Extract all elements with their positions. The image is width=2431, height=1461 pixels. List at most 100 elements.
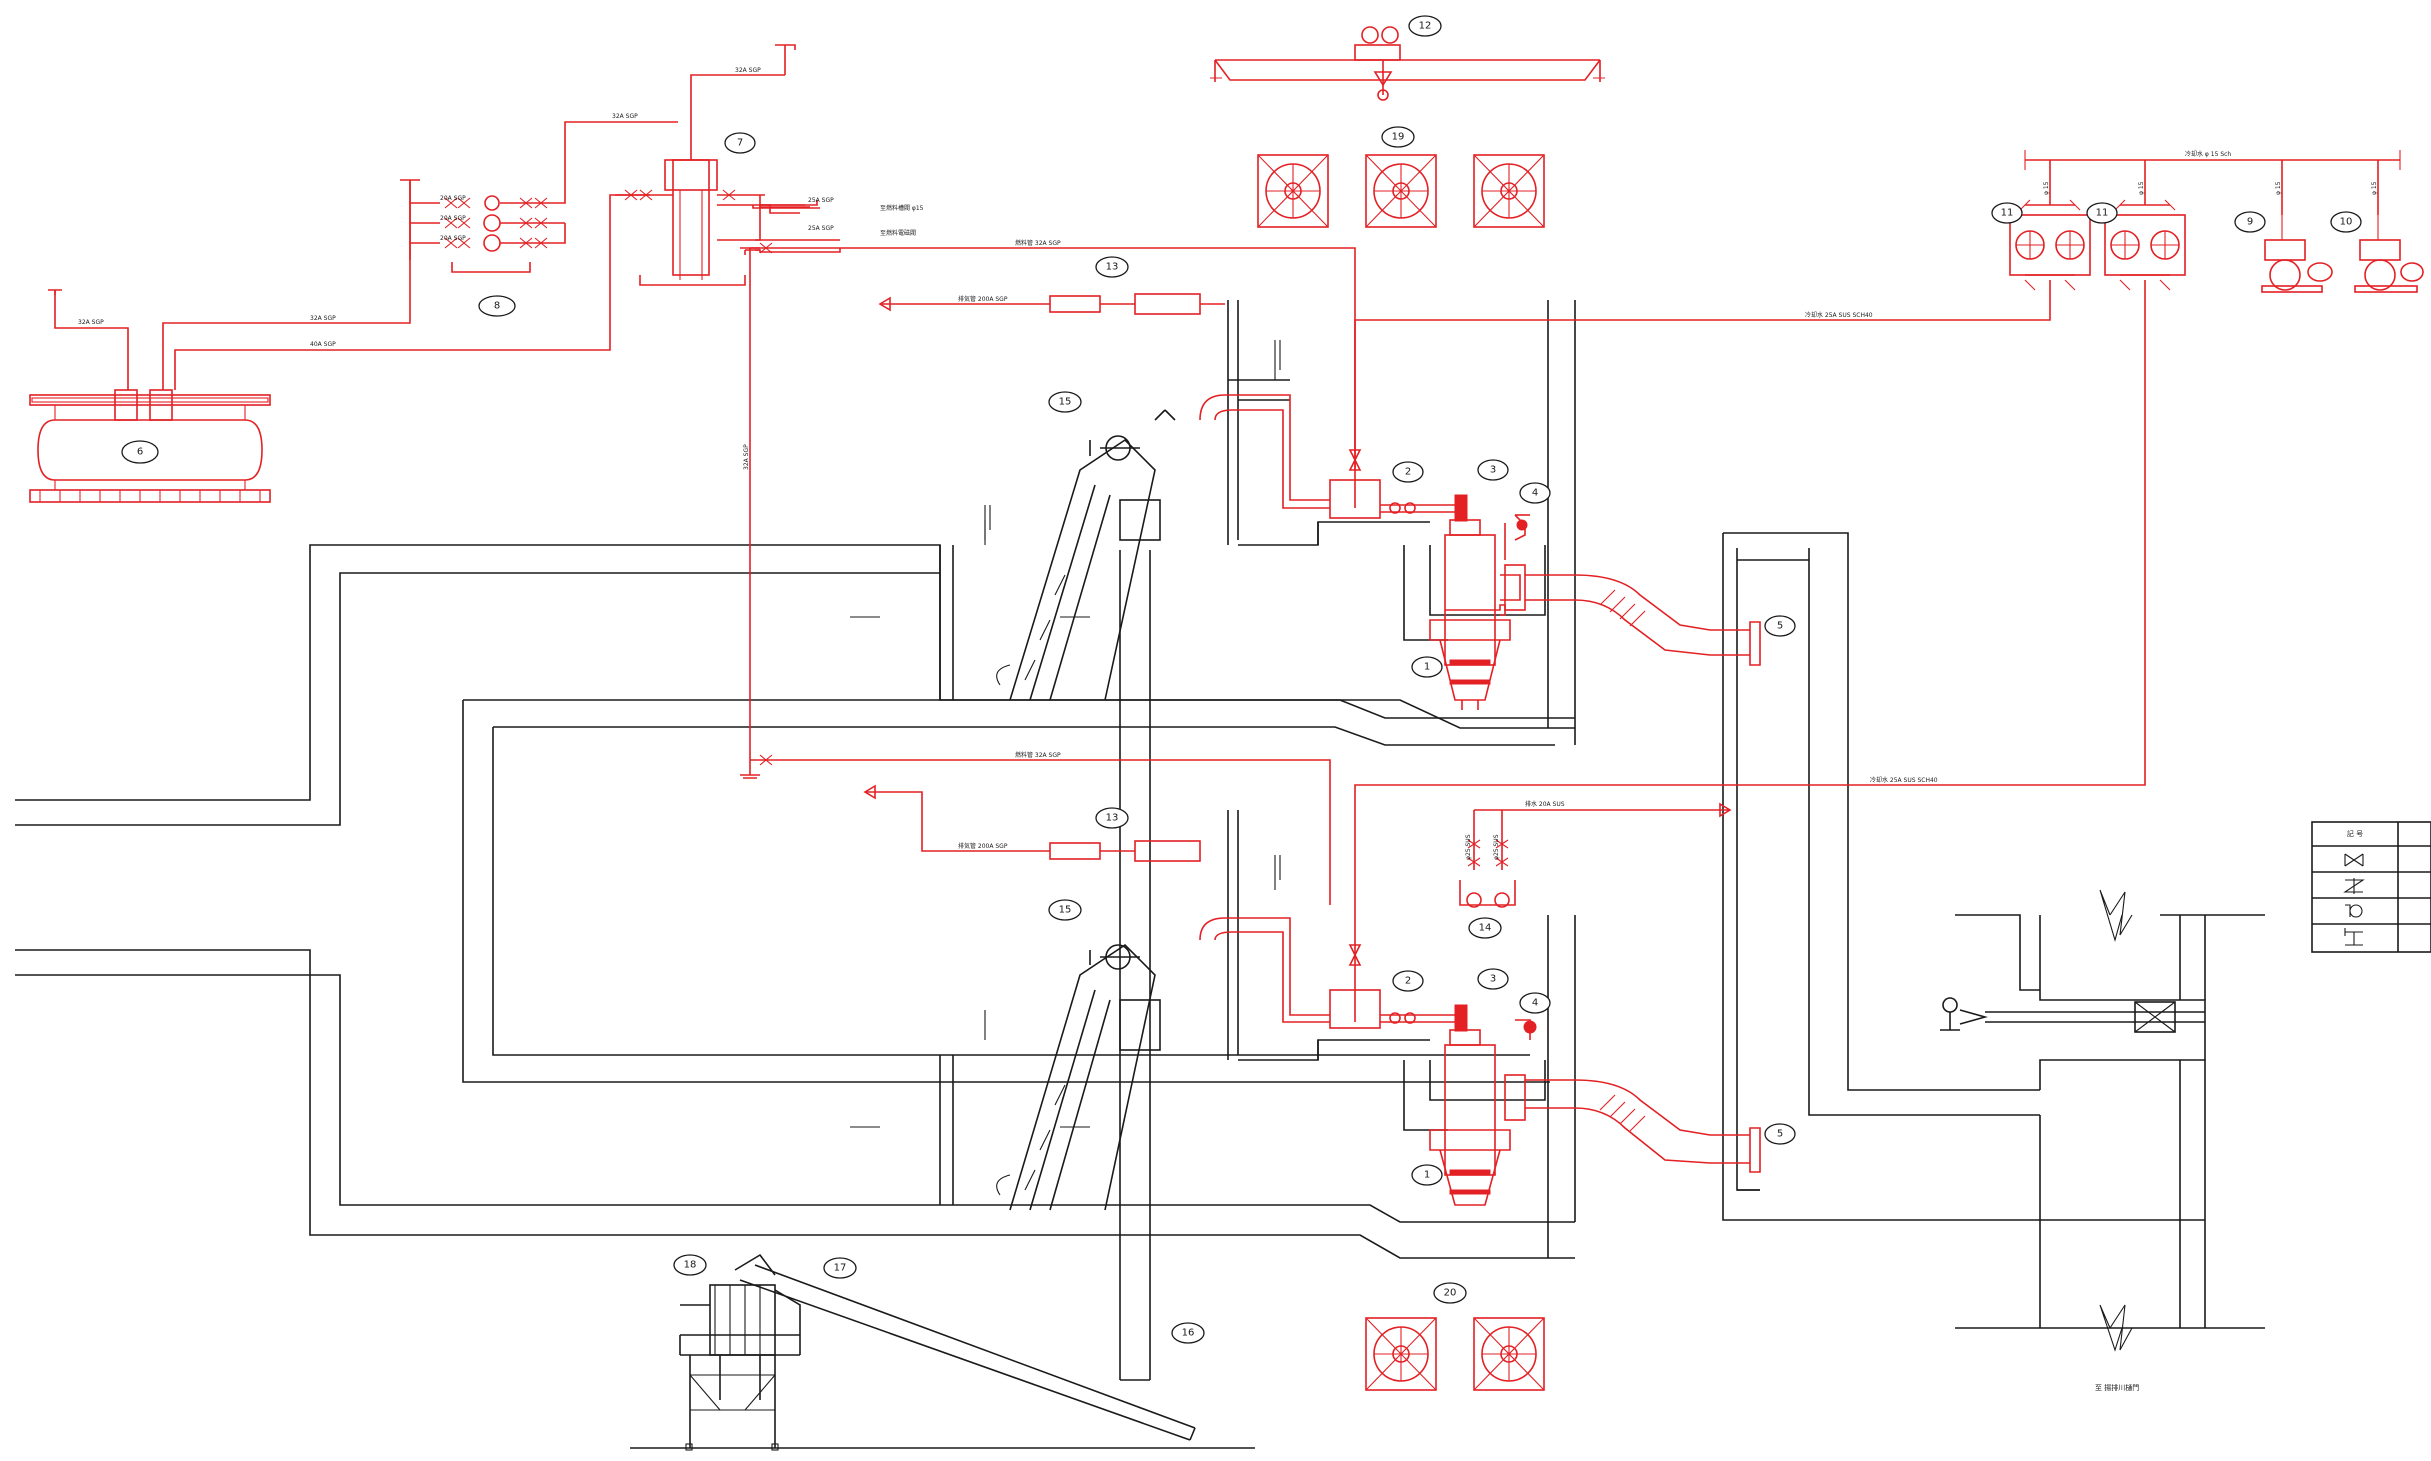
svg-text:11: 11 [2096, 208, 2109, 219]
item-bubble: 19 [1381, 126, 1415, 148]
item-bubble: 14 [1468, 917, 1502, 939]
item-bubble: 3 [1477, 459, 1509, 481]
item-bubble: 11 [2086, 202, 2118, 224]
compressor-sets [2009, 199, 2424, 293]
drain-pumps [1459, 839, 1516, 908]
item-bubble: 5 [1764, 615, 1796, 637]
gate-caption: 至 揚排川樋門 [2095, 1383, 2139, 1392]
item-bubble: 13 [1095, 256, 1129, 278]
item-bubble: 18 [673, 1254, 707, 1276]
svg-text:13: 13 [1106, 813, 1119, 824]
pipe-label: 25A SGP [808, 197, 834, 204]
pipe-label: 排気管 200A SGP [958, 295, 1008, 303]
pipe-label: 冷却水 25A SUS SCH40 [1870, 776, 1938, 784]
pipe-label: 20A SGP [440, 215, 466, 222]
svg-text:2: 2 [1405, 467, 1411, 478]
pipe-label: 冷却水 φ 15 Sch [2185, 150, 2231, 158]
item-bubble: 2 [1392, 461, 1424, 483]
item-bubble: 8 [478, 295, 516, 317]
fuel-piping [48, 44, 2401, 960]
pipe-label-vertical: φ 15 [2043, 181, 2050, 195]
pipe-note: 至燃料電磁閥 [880, 229, 916, 237]
pipe-label-vertical: φ25 SUS [1465, 834, 1472, 860]
svg-text:12: 12 [1419, 21, 1432, 32]
svg-text:1: 1 [1424, 662, 1430, 673]
svg-text:2: 2 [1405, 976, 1411, 987]
pipe-label-vertical: φ25 SUS [1493, 834, 1500, 860]
pipe-note: 至燃料槽閥 φ15 [880, 204, 924, 212]
item-bubble: 4 [1519, 992, 1551, 1014]
pump-unit-lower [1199, 917, 1761, 1206]
pipe-label: 32A SGP [735, 67, 761, 74]
svg-text:3: 3 [1490, 974, 1496, 985]
pipe-label: 冷却水 25A SUS SCH40 [1805, 311, 1873, 319]
pipe-label: 32A SGP [612, 113, 638, 120]
item-bubble: 13 [1095, 807, 1129, 829]
item-bubble: 5 [1764, 1123, 1796, 1145]
item-bubble: 10 [2330, 211, 2362, 233]
pipe-label: 排水 20A SUS [1525, 800, 1565, 808]
svg-text:3: 3 [1490, 465, 1496, 476]
svg-text:6: 6 [137, 447, 143, 458]
item-bubble: 20 [1433, 1282, 1467, 1304]
svg-text:8: 8 [494, 301, 500, 312]
pump-unit-upper [1199, 394, 1761, 710]
svg-text:7: 7 [737, 138, 743, 149]
item-bubble: 15 [1048, 391, 1082, 413]
belt-conveyor [630, 1253, 1255, 1451]
pipe-label: 燃料管 32A SGP [1015, 239, 1061, 247]
pipe-label: 32A SGP [310, 315, 336, 322]
item-bubble: 2 [1392, 970, 1424, 992]
item-bubble: 17 [823, 1257, 857, 1279]
svg-text:13: 13 [1106, 262, 1119, 273]
item-bubbles: 1 1 2 2 3 3 4 4 5 5 6 7 8 9 10 11 11 12 … [121, 15, 2362, 1344]
item-bubble: 3 [1477, 968, 1509, 990]
pipe-label: 20A SGP [440, 195, 466, 202]
svg-text:11: 11 [2001, 208, 2014, 219]
item-bubble: 9 [2234, 211, 2266, 233]
pipe-label: 20A SGP [440, 235, 466, 242]
item-bubble: 1 [1411, 656, 1443, 678]
pipe-label-vertical: 32A SGP [743, 444, 750, 470]
svg-text:1: 1 [1424, 1170, 1430, 1181]
pipe-label-vertical: φ 15 [2371, 181, 2378, 195]
item-bubble: 6 [121, 440, 159, 464]
item-bubble: 16 [1171, 1322, 1205, 1344]
overhead-crane [1210, 26, 1605, 101]
item-bubble: 4 [1519, 482, 1551, 504]
svg-text:20: 20 [1444, 1288, 1457, 1299]
svg-text:5: 5 [1777, 621, 1783, 632]
pipe-label: 32A SGP [78, 319, 104, 326]
pipe-label: 25A SGP [808, 225, 834, 232]
svg-text:4: 4 [1532, 488, 1538, 499]
svg-text:14: 14 [1479, 923, 1492, 934]
svg-text:15: 15 [1059, 905, 1072, 916]
item-bubble: 12 [1408, 15, 1442, 37]
pipe-label: 40A SGP [310, 341, 336, 348]
svg-text:16: 16 [1182, 1328, 1195, 1339]
item-bubble: 7 [724, 132, 756, 154]
pipe-label-vertical: φ 15 [2275, 181, 2282, 195]
pipe-label-vertical: φ 15 [2138, 181, 2145, 195]
svg-text:4: 4 [1532, 998, 1538, 1009]
legend-table [2311, 821, 2431, 953]
svg-text:5: 5 [1777, 1129, 1783, 1140]
channel-walls [15, 300, 2265, 1381]
screen-rakes [996, 435, 1140, 1196]
svg-text:19: 19 [1392, 132, 1405, 143]
legend-header: 記 号 [2347, 829, 2363, 838]
pipe-label: 燃料管 32A SGP [1015, 751, 1061, 759]
svg-text:9: 9 [2247, 217, 2253, 228]
ventilation-fans [1257, 154, 1545, 1391]
svg-text:18: 18 [684, 1260, 697, 1271]
item-bubble: 15 [1048, 899, 1082, 921]
svg-text:17: 17 [834, 1263, 847, 1274]
svg-text:15: 15 [1059, 397, 1072, 408]
pipe-label: 排気管 200A SGP [958, 842, 1008, 850]
item-bubble: 11 [1991, 202, 2023, 224]
svg-text:10: 10 [2340, 217, 2353, 228]
item-bubble: 1 [1411, 1164, 1443, 1186]
fuel-storage-tank [29, 389, 271, 503]
pipe-annotations: 32A SGP 32A SGP 32A SGP 32A SGP 40A SGP … [78, 67, 2378, 860]
